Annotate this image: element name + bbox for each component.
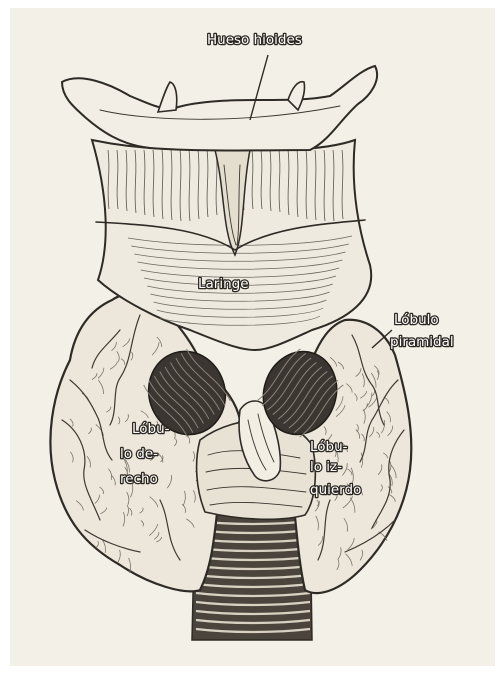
label-right-lobe-line2: lo de- xyxy=(120,446,158,462)
label-right-lobe-line3: recho xyxy=(120,471,158,487)
label-left-lobe-line2: lo iz- xyxy=(310,459,342,475)
label-larynx: Laringe xyxy=(198,276,249,292)
label-right-lobe-line1: Lóbu- xyxy=(132,421,170,437)
label-left-lobe-line3: quierdo xyxy=(310,482,361,498)
label-pyramidal-lobe-line2: piramidal xyxy=(390,334,454,350)
label-left-lobe-line1: Lóbu- xyxy=(310,439,348,455)
label-pyramidal-lobe-line1: Lóbulo xyxy=(394,312,439,328)
label-hyoid-bone: Hueso hioides xyxy=(207,32,302,48)
